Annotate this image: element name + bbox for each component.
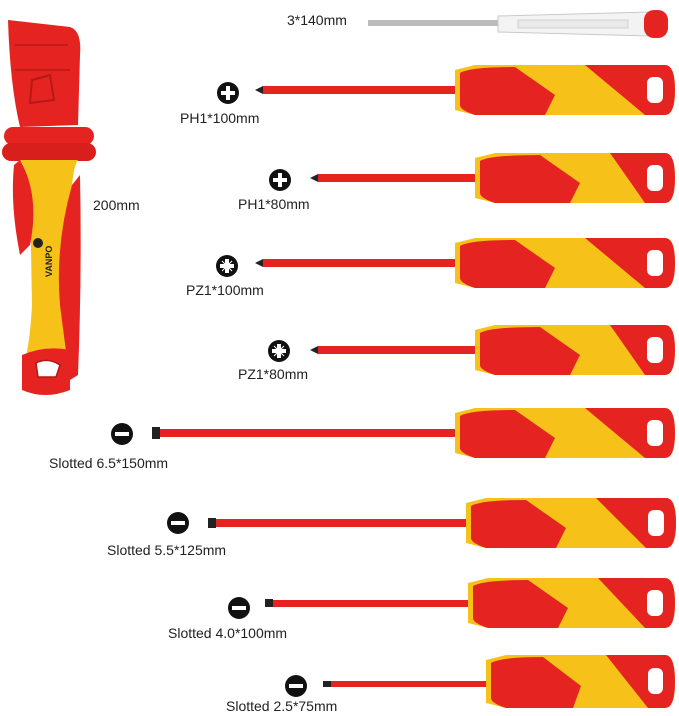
screwdriver-2 bbox=[310, 153, 675, 203]
screwdriver-8 bbox=[323, 655, 675, 708]
knife-size-label: 200mm bbox=[93, 197, 140, 213]
slotted-65-label: Slotted 6.5*150mm bbox=[49, 455, 169, 471]
phillips-icon bbox=[217, 82, 239, 104]
knife-brand: VANPO bbox=[44, 246, 54, 277]
slotted-55-label: Slotted 5.5*125mm bbox=[107, 542, 227, 558]
pozidriv-icon bbox=[216, 255, 238, 277]
screwdriver-7 bbox=[265, 578, 675, 628]
slotted-icon bbox=[111, 423, 133, 445]
pz1-80-label: PZ1*80mm bbox=[238, 366, 309, 382]
pozidriv-icon bbox=[268, 340, 290, 362]
screwdriver-1 bbox=[255, 65, 675, 115]
slotted-icon bbox=[285, 675, 307, 697]
screwdriver-6 bbox=[208, 498, 676, 548]
screwdriver-3 bbox=[255, 238, 675, 288]
screwdriver-5 bbox=[152, 408, 675, 458]
cable-knife: VANPO bbox=[2, 20, 96, 395]
slotted-25-label: Slotted 2.5*75mm bbox=[226, 698, 338, 714]
ph1-100-label: PH1*100mm bbox=[180, 110, 260, 126]
pz1-100-label: PZ1*100mm bbox=[186, 282, 264, 298]
screwdriver-4 bbox=[310, 325, 675, 375]
voltage-tester bbox=[368, 10, 668, 38]
ph1-80-label: PH1*80mm bbox=[238, 196, 310, 212]
slotted-icon bbox=[228, 597, 250, 619]
tester-size-label: 3*140mm bbox=[287, 12, 347, 28]
phillips-icon bbox=[269, 169, 291, 191]
slotted-icon bbox=[167, 512, 189, 534]
slotted-40-label: Slotted 4.0*100mm bbox=[168, 625, 288, 641]
